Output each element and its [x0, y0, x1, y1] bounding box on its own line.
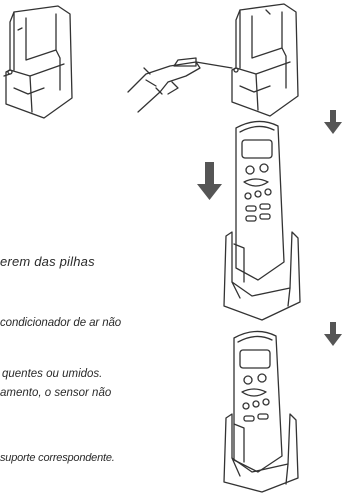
- screwdriver-hand-icon: [127, 57, 233, 113]
- text-line: quentes ou umidos.: [2, 368, 103, 380]
- text-line: amento, o sensor não: [0, 387, 112, 399]
- wall-holder-icon: [231, 3, 299, 117]
- down-arrow-icon: [197, 162, 222, 200]
- down-arrow-icon: [324, 322, 342, 346]
- wall-holder-icon: [3, 5, 73, 119]
- text-line: suporte correspondente.: [0, 452, 115, 464]
- wall-holder-icon: [223, 413, 299, 493]
- remote-control-icon: [235, 120, 285, 281]
- down-arrow-icon: [324, 110, 342, 134]
- text-line: condicionador de ar não: [0, 317, 122, 329]
- remote-control-icon: [233, 330, 283, 473]
- wall-holder-icon: [223, 231, 301, 321]
- text-line: erem das pilhas: [0, 254, 95, 269]
